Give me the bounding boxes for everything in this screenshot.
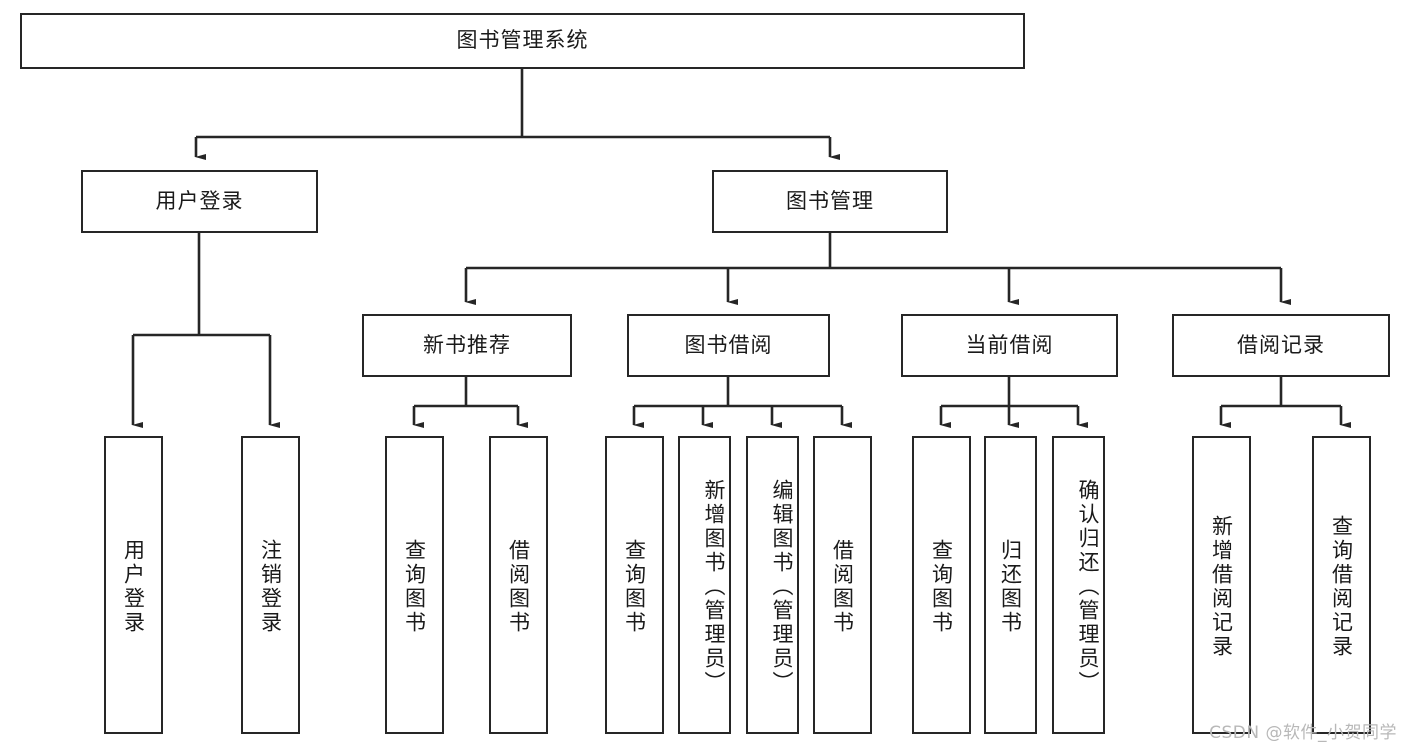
node-leaf-query-record[interactable]: 查询借阅记录: [1312, 436, 1371, 734]
node-leaf-logout-login[interactable]: 注销登录: [241, 436, 300, 734]
node-leaf-borrow-book-1[interactable]: 借阅图书: [489, 436, 548, 734]
node-label: 查询图书: [402, 539, 427, 635]
node-leaf-borrow-book-2[interactable]: 借阅图书: [813, 436, 872, 734]
node-leaf-query-book-3[interactable]: 查询图书: [912, 436, 971, 734]
node-label: 图书借阅: [684, 332, 773, 357]
node-label: 查询借阅记录: [1329, 515, 1354, 659]
node-root-book-management-system[interactable]: 图书管理系统: [20, 13, 1025, 69]
node-label: 新增图书（管理员）: [702, 479, 726, 695]
node-label: 借阅图书: [830, 539, 855, 635]
node-leaf-add-book[interactable]: 新增图书（管理员）: [678, 436, 731, 734]
node-leaf-confirm-return[interactable]: 确认归还（管理员）: [1052, 436, 1105, 734]
node-label: 确认归还（管理员）: [1076, 479, 1100, 695]
csdn-watermark: CSDN @软件_小贺同学: [1209, 723, 1397, 743]
node-new-book-recommend[interactable]: 新书推荐: [362, 314, 572, 377]
node-label: 用户登录: [155, 188, 244, 213]
node-label: 新增借阅记录: [1209, 515, 1234, 659]
node-label: 用户登录: [121, 539, 146, 635]
node-label: 图书管理系统: [456, 28, 589, 53]
node-label: 借阅记录: [1237, 332, 1325, 357]
node-label: 当前借阅: [965, 332, 1054, 357]
node-label: 借阅图书: [506, 539, 531, 635]
node-leaf-query-book-1[interactable]: 查询图书: [385, 436, 444, 734]
node-label: 查询图书: [929, 539, 954, 635]
node-label: 归还图书: [998, 539, 1023, 635]
node-user-login[interactable]: 用户登录: [81, 170, 318, 233]
node-leaf-edit-book[interactable]: 编辑图书（管理员）: [746, 436, 799, 734]
node-leaf-user-login[interactable]: 用户登录: [104, 436, 163, 734]
node-current-borrow[interactable]: 当前借阅: [901, 314, 1118, 377]
node-label: 查询图书: [622, 539, 647, 635]
node-label: 注销登录: [258, 539, 283, 635]
node-label: 编辑图书（管理员）: [770, 479, 794, 695]
node-borrow-record[interactable]: 借阅记录: [1172, 314, 1390, 377]
node-leaf-add-record[interactable]: 新增借阅记录: [1192, 436, 1251, 734]
node-label: 新书推荐: [423, 332, 511, 357]
node-label: 图书管理: [786, 188, 874, 213]
node-leaf-return-book[interactable]: 归还图书: [984, 436, 1037, 734]
node-book-management[interactable]: 图书管理: [712, 170, 948, 233]
node-book-borrow[interactable]: 图书借阅: [627, 314, 830, 377]
node-leaf-query-book-2[interactable]: 查询图书: [605, 436, 664, 734]
